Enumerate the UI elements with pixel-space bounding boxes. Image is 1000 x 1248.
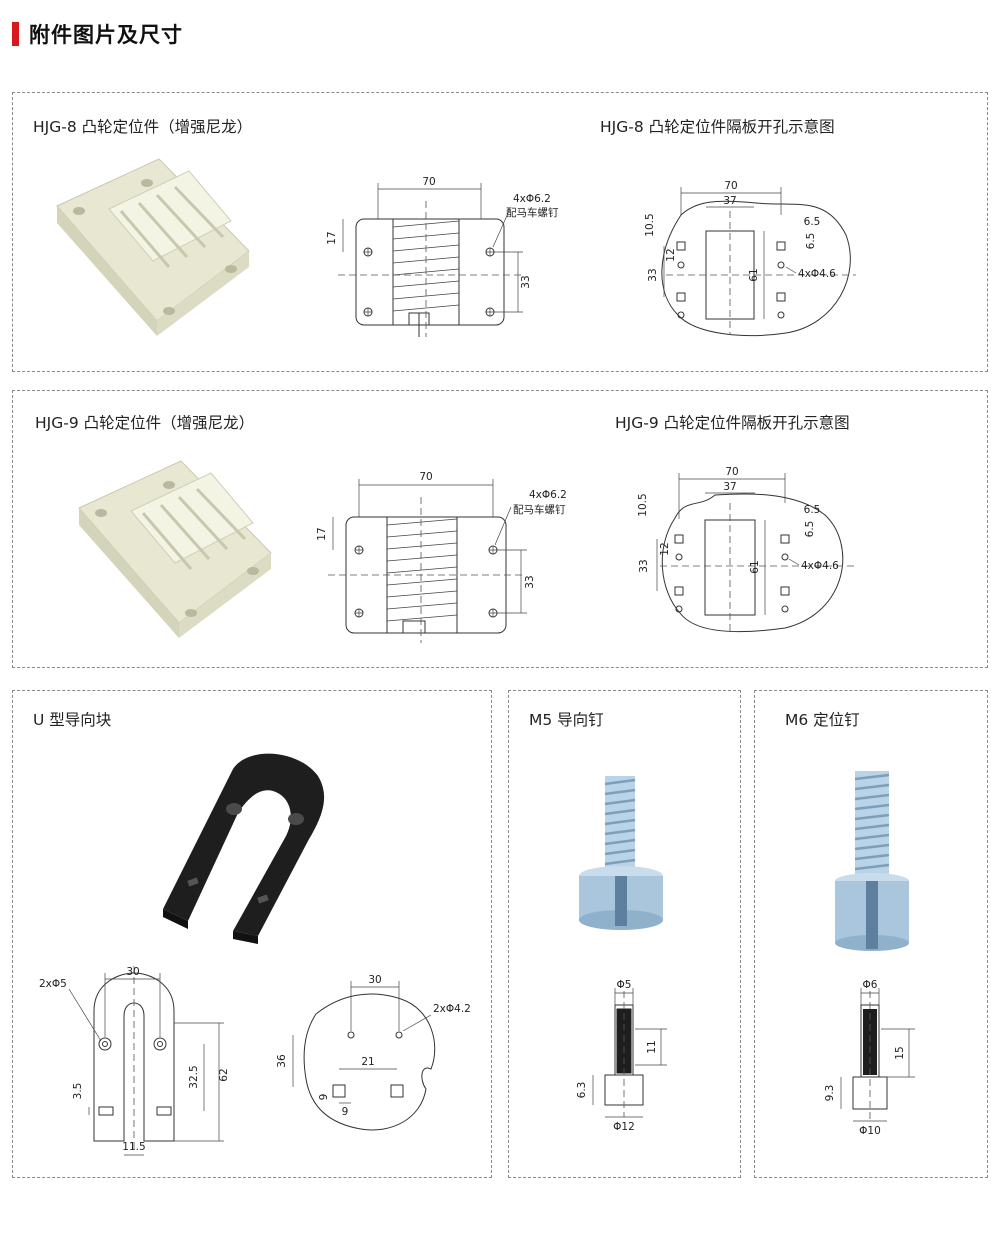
hjg8-hole-spec: 4xΦ4.6: [798, 268, 836, 280]
hjg8-hole-inner: 37: [723, 195, 736, 207]
hjg9-hole-spec: 4xΦ4.6: [801, 560, 839, 572]
hjg9-dim-height: 33: [524, 575, 536, 588]
m5-dim-len: 11: [646, 1040, 658, 1053]
hjg9-part-drawing: 70 17 33 4xΦ6.2 配马车螺钉: [316, 471, 567, 643]
m5-dim-base: 6.3: [576, 1082, 588, 1099]
u-guide-holes-spec: 2xΦ5: [39, 978, 67, 990]
cutout-dim-d3: 9: [318, 1094, 330, 1101]
panel-hjg8: HJG-8 凸轮定位件（增强尼龙） HJG-8 凸轮定位件隔板开孔示意图: [12, 92, 988, 372]
hjg8-screw-spec: 4xΦ6.2: [513, 193, 551, 205]
hjg9-hole-side-b: 6.5: [804, 521, 816, 538]
u-guide-product-image: [163, 753, 325, 944]
panel-m6: M6 定位钉 Φ6 15 9.3 Φ10: [754, 690, 988, 1178]
hjg8-hole-left: 33: [647, 268, 659, 281]
hjg8-hole-side-a: 6.5: [804, 216, 821, 228]
hjg9-hole-outer: 70: [725, 466, 738, 478]
u-guide-dim-d3: 62: [218, 1068, 230, 1081]
panel-hjg9: HJG-9 凸轮定位件（增强尼龙） HJG-9 凸轮定位件隔板开孔示意图: [12, 390, 988, 668]
hjg9-hole-center: 61: [749, 560, 761, 573]
section-header: 附件图片及尺寸: [12, 20, 183, 48]
hjg8-hole-caption: HJG-8 凸轮定位件隔板开孔示意图: [600, 118, 835, 136]
panel-m5: M5 导向钉 Φ5 11 6.3 Φ12: [508, 690, 741, 1178]
m6-dim-len: 15: [894, 1046, 906, 1059]
header-accent-bar: [12, 22, 19, 46]
hjg9-product-image: [78, 460, 272, 638]
u-guide-caption: U 型导向块: [33, 711, 112, 729]
u-guide-cutout-drawing: 30 2xΦ4.2 36 21 9 9: [276, 974, 471, 1131]
hjg8-dim-top: 17: [326, 231, 338, 244]
u-guide-dim-d2: 32.5: [188, 1065, 200, 1088]
hjg9-dim-width: 70: [419, 471, 432, 483]
hjg9-hole-top: 10.5: [637, 493, 649, 516]
hjg9-hole-inner: 37: [723, 481, 736, 493]
hjg9-hole-left: 33: [638, 559, 650, 572]
hjg8-hole-outer: 70: [724, 180, 737, 192]
cutout-holes-spec: 2xΦ4.2: [433, 1003, 471, 1015]
m5-dim-bottom: Φ12: [613, 1121, 635, 1133]
panel-u-guide: U 型导向块 30 2xΦ5 3.5 32.5 62 11.5 30: [12, 690, 492, 1178]
m6-dim-top: Φ6: [863, 979, 878, 991]
hjg9-dim-top: 17: [316, 527, 328, 540]
hjg9-hole-small: 12: [659, 542, 671, 555]
hjg8-hole-center: 61: [748, 268, 760, 281]
hjg9-hole-caption: HJG-9 凸轮定位件隔板开孔示意图: [615, 414, 850, 432]
hjg8-product-image: [56, 158, 250, 336]
m5-drawing: Φ5 11 6.3 Φ12: [576, 979, 667, 1133]
hjg9-screw-spec: 4xΦ6.2: [529, 489, 567, 501]
cutout-dim-d4: 9: [342, 1106, 349, 1118]
page-title: 附件图片及尺寸: [29, 23, 183, 47]
m5-product-image: [579, 776, 663, 930]
hjg9-hole-drawing: 70 37 10.5 6.5 6.5 33 12 61 4xΦ4.6: [637, 466, 855, 633]
u-guide-dim-d4: 11.5: [122, 1141, 145, 1153]
hjg8-dim-width: 70: [422, 176, 435, 188]
cutout-dim-d2: 21: [361, 1056, 374, 1068]
hjg8-hole-top: 10.5: [644, 213, 656, 236]
m6-caption: M6 定位钉: [785, 711, 860, 729]
hjg8-hole-side-b: 6.5: [805, 233, 817, 250]
hjg8-hole-drawing: 70 37 10.5 6.5 6.5 33 12 61 4xΦ4.6: [644, 180, 856, 337]
u-guide-drawing: 30 2xΦ5 3.5 32.5 62 11.5: [39, 966, 230, 1156]
hjg8-screw-note: 配马车螺钉: [506, 206, 559, 219]
hjg9-part-caption: HJG-9 凸轮定位件（增强尼龙）: [35, 414, 255, 432]
u-guide-dim-width: 30: [126, 966, 139, 978]
cutout-dim-width: 30: [368, 974, 381, 986]
hjg9-screw-note: 配马车螺钉: [513, 503, 566, 516]
m6-dim-base: 9.3: [824, 1085, 836, 1102]
m5-dim-top: Φ5: [617, 979, 632, 991]
hjg8-dim-height: 33: [520, 275, 532, 288]
hjg8-part-caption: HJG-8 凸轮定位件（增强尼龙）: [33, 118, 253, 136]
cutout-dim-d1: 36: [276, 1054, 288, 1068]
m5-caption: M5 导向钉: [529, 711, 604, 729]
hjg9-hole-side-a: 6.5: [804, 504, 821, 516]
hjg8-hole-small: 12: [665, 248, 677, 261]
m6-drawing: Φ6 15 9.3 Φ10: [824, 979, 915, 1137]
m6-dim-bottom: Φ10: [859, 1125, 881, 1137]
m6-product-image: [835, 771, 909, 951]
hjg8-part-drawing: 70 17 33 4xΦ6.2 配马车螺钉: [326, 176, 559, 337]
u-guide-dim-d1: 3.5: [72, 1083, 84, 1100]
